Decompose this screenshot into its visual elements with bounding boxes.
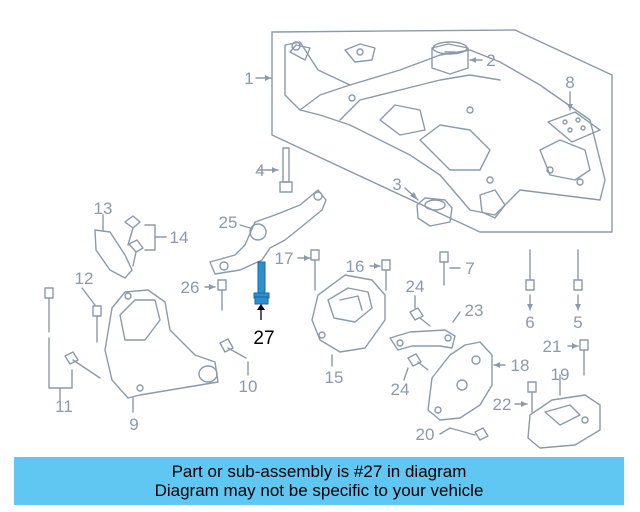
bolt-part-17[interactable] [297,249,320,291]
callout-8: 8 [565,73,574,92]
subframe-part-1[interactable] [255,29,613,233]
callout-21: 21 [543,337,562,356]
plate-part-8[interactable] [547,91,601,143]
bracket-part-13[interactable] [94,214,133,279]
callout-9: 9 [129,415,138,434]
bolt-part-16[interactable] [369,259,391,291]
support-bracket-part-18[interactable] [427,341,506,421]
bolts-part-11[interactable] [44,287,101,401]
callout-3: 3 [392,175,401,194]
callout-14: 14 [170,228,189,247]
callout-18: 18 [511,356,530,375]
callout-6: 6 [525,313,534,332]
banner-line-2: Diagram may not be specific to your vehi… [154,481,484,500]
callout-24-lower: 24 [391,380,410,399]
callout-11: 11 [55,397,73,416]
callout-4: 4 [255,161,264,180]
callout-5: 5 [573,313,582,332]
callout-26: 26 [181,278,200,297]
bolt-part-20[interactable] [439,427,489,441]
bolt-part-24-lower[interactable] [403,353,429,381]
bolt-part-21[interactable] [567,339,589,376]
bolt-part-26[interactable] [204,279,227,311]
callout-25: 25 [219,213,238,232]
callout-24-upper: 24 [406,277,425,296]
bracket-arm-part-23[interactable] [389,311,461,351]
bolt-part-22[interactable] [514,381,537,413]
bolt-part-6[interactable] [525,249,535,311]
bushing-part-3[interactable] [404,187,453,227]
callout-20: 20 [416,425,435,444]
bolts-part-14[interactable] [124,215,167,267]
bolt-part-12[interactable] [81,287,102,343]
banner-line-1: Part or sub-assembly is #27 in diagram [171,462,467,481]
callout-2: 2 [486,51,495,70]
callout-13: 13 [94,199,113,218]
callout-16: 16 [346,257,365,276]
transmission-mount-part-15[interactable] [311,274,386,367]
callout-15: 15 [325,368,344,387]
bolt-part-27-highlighted[interactable] [253,261,270,320]
mount-block-part-19[interactable] [527,374,601,449]
callout-23: 23 [465,301,484,320]
torque-arm-part-25[interactable] [209,189,327,275]
callout-19: 19 [551,365,570,384]
callout-17: 17 [275,249,294,268]
callout-7: 7 [465,259,474,278]
callout-27: 27 [253,328,274,349]
callout-12: 12 [75,269,94,288]
callout-22: 22 [493,395,512,414]
bolt-part-10[interactable] [219,338,249,376]
engine-mount-part-9[interactable] [104,289,219,413]
info-banner: Part or sub-assembly is #27 in diagram D… [14,457,624,505]
callout-1: 1 [244,69,253,88]
callout-10: 10 [239,377,258,396]
bolt-part-5[interactable] [573,249,583,311]
bolt-part-7[interactable] [439,251,461,286]
bolt-part-24-upper[interactable] [409,295,431,327]
